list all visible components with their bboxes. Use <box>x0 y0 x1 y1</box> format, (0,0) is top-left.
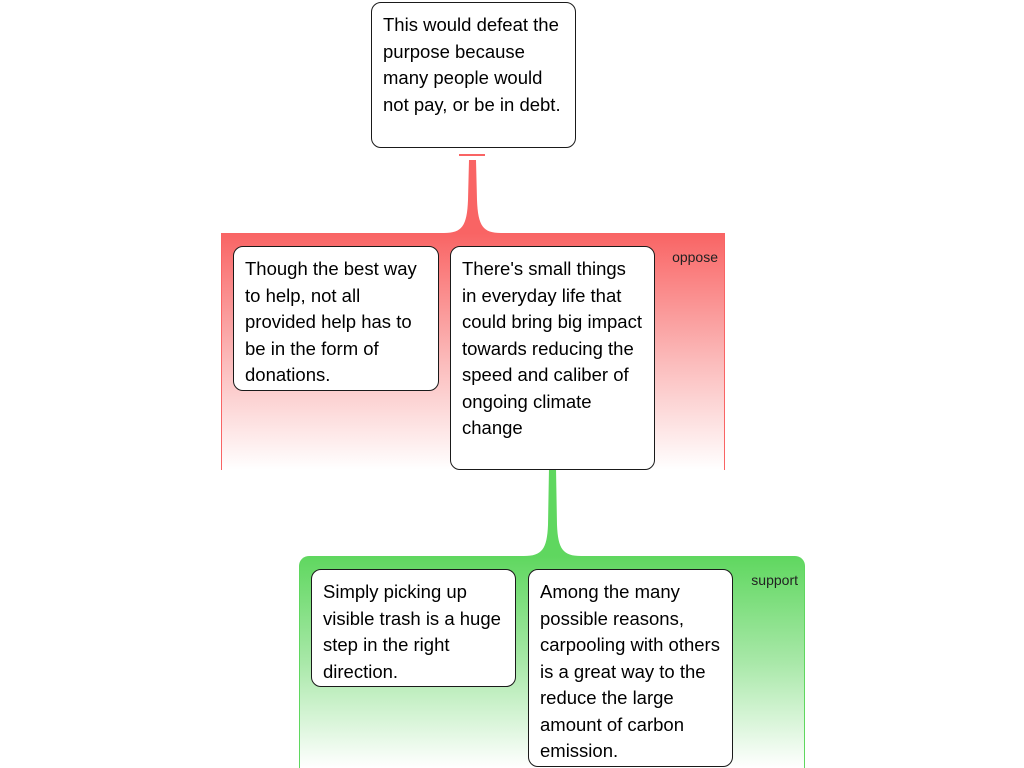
support-card-2[interactable]: Among the many possible reasons, carpool… <box>528 569 733 767</box>
support-group-label: support <box>751 572 798 588</box>
oppose-card-1[interactable]: Though the best way to help, not all pro… <box>233 246 439 391</box>
root-claim-card[interactable]: This would defeat the purpose because ma… <box>371 2 576 148</box>
support-card-1[interactable]: Simply picking up visible trash is a hug… <box>311 569 516 687</box>
support-card-2-text: Among the many possible reasons, carpool… <box>540 581 720 761</box>
oppose-group-label: oppose <box>672 249 718 265</box>
root-claim-text: This would defeat the purpose because ma… <box>383 14 561 115</box>
oppose-connector <box>444 154 501 233</box>
oppose-card-1-text: Though the best way to help, not all pro… <box>245 258 417 385</box>
support-card-1-text: Simply picking up visible trash is a hug… <box>323 581 501 682</box>
oppose-card-2-text: There's small things in everyday life th… <box>462 258 642 438</box>
oppose-card-2[interactable]: There's small things in everyday life th… <box>450 246 655 470</box>
support-connector <box>524 468 581 556</box>
